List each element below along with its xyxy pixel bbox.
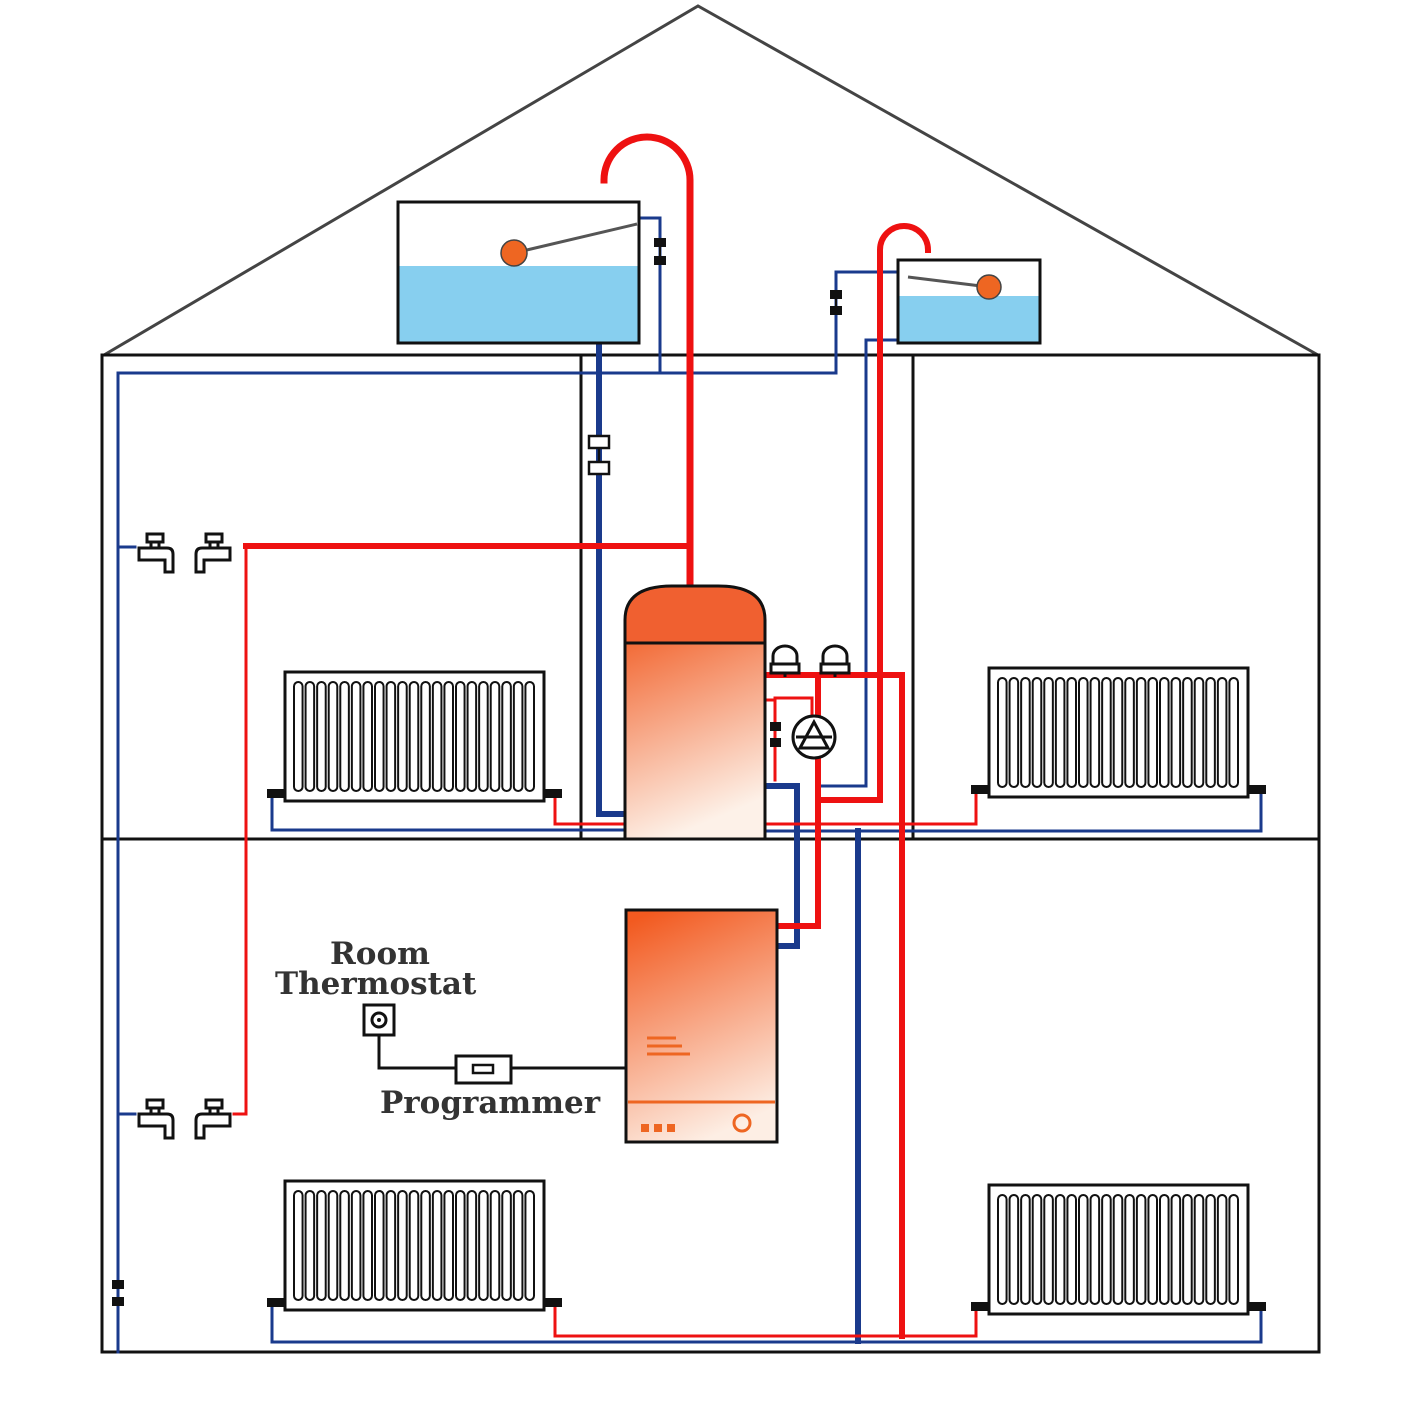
lower-left-radiator-flow [553, 1302, 904, 1338]
lower-right-radiator-return [856, 1308, 1263, 1344]
cylinder-body [623, 641, 767, 841]
cylinder-cold-feed [596, 341, 628, 817]
tap-hot-lower [194, 1098, 232, 1140]
hot-vent-pipe [600, 133, 694, 589]
drain-valve-coil [770, 722, 781, 747]
house-structure [100, 4, 1321, 1354]
upper-right-radiator-flow [763, 790, 978, 826]
room-thermostat-label-line1: Room [330, 936, 430, 972]
valves [112, 238, 842, 1306]
radiators [267, 666, 1266, 1316]
expansion-float-arm [907, 275, 990, 289]
tap-hot-upper [194, 532, 232, 574]
upper-left-radiator-return [270, 795, 627, 832]
circulating-pump [791, 714, 837, 760]
tap-cold-lower [137, 1098, 175, 1140]
house-walls [100, 353, 1321, 1354]
hot-water-pipes [232, 133, 978, 1339]
expansion-tank-return [816, 338, 900, 788]
cylinder-coil-loop [763, 698, 777, 782]
zone-valve-heating [819, 644, 851, 677]
pump-bypass [773, 696, 814, 717]
programmer-unit [454, 1054, 513, 1085]
zone-valve-hot-water [769, 644, 801, 677]
cylinder-dome [623, 584, 767, 645]
tank-outline [396, 200, 641, 345]
room-thermostat [362, 1003, 396, 1037]
hot-tap-drop [232, 544, 248, 1116]
radiator-lower-right [971, 1183, 1266, 1316]
expansion-tank-feed [658, 270, 900, 375]
boiler-control-knob [732, 1113, 752, 1133]
lower-right-radiator-flow [900, 1306, 978, 1338]
taps [137, 532, 232, 1140]
boiler [624, 908, 779, 1144]
boiler-flow [775, 797, 883, 929]
upper-left-radiator-flow [553, 793, 627, 826]
heating-vent-pipe [877, 223, 932, 803]
boiler-indicator-lights [641, 1124, 675, 1132]
drain-valve-cold-main [112, 1280, 124, 1306]
float-arm [513, 222, 638, 255]
programmer-label: Programmer [380, 1085, 601, 1121]
float-ball [500, 239, 528, 267]
flow-to-radiators [762, 672, 905, 1339]
cold-water-storage-tank [396, 200, 641, 345]
radiator-lower-left [267, 1179, 562, 1312]
expansion-float-ball [976, 274, 1002, 300]
feed-and-expansion-tank [896, 258, 1042, 345]
roof-outline [103, 4, 1319, 357]
zone-valves [769, 644, 851, 677]
lower-left-radiator-return [270, 1304, 860, 1344]
room-thermostat-label-line2: Thermostat [275, 966, 477, 1002]
expansion-tank-water [898, 296, 1040, 343]
upper-right-radiator-return [763, 790, 1263, 833]
radiator-upper-right [971, 666, 1266, 799]
boiler-display-lines [647, 1036, 690, 1056]
expansion-tank-outline [896, 258, 1042, 345]
controls [362, 1003, 626, 1085]
gate-valve-expansion-feed [830, 290, 842, 315]
cold-water-pipes [116, 216, 1263, 1354]
boiler-return [762, 783, 800, 949]
tap-cold-upper [137, 532, 175, 574]
tank-water [398, 266, 639, 343]
boiler-body [624, 908, 779, 1144]
hot-water-cylinder [623, 584, 767, 841]
radiator-upper-left [267, 670, 562, 803]
gate-valve-cylinder-feed [587, 434, 611, 476]
gate-valve-tank-outlet [654, 238, 666, 265]
control-wiring [377, 1035, 626, 1070]
